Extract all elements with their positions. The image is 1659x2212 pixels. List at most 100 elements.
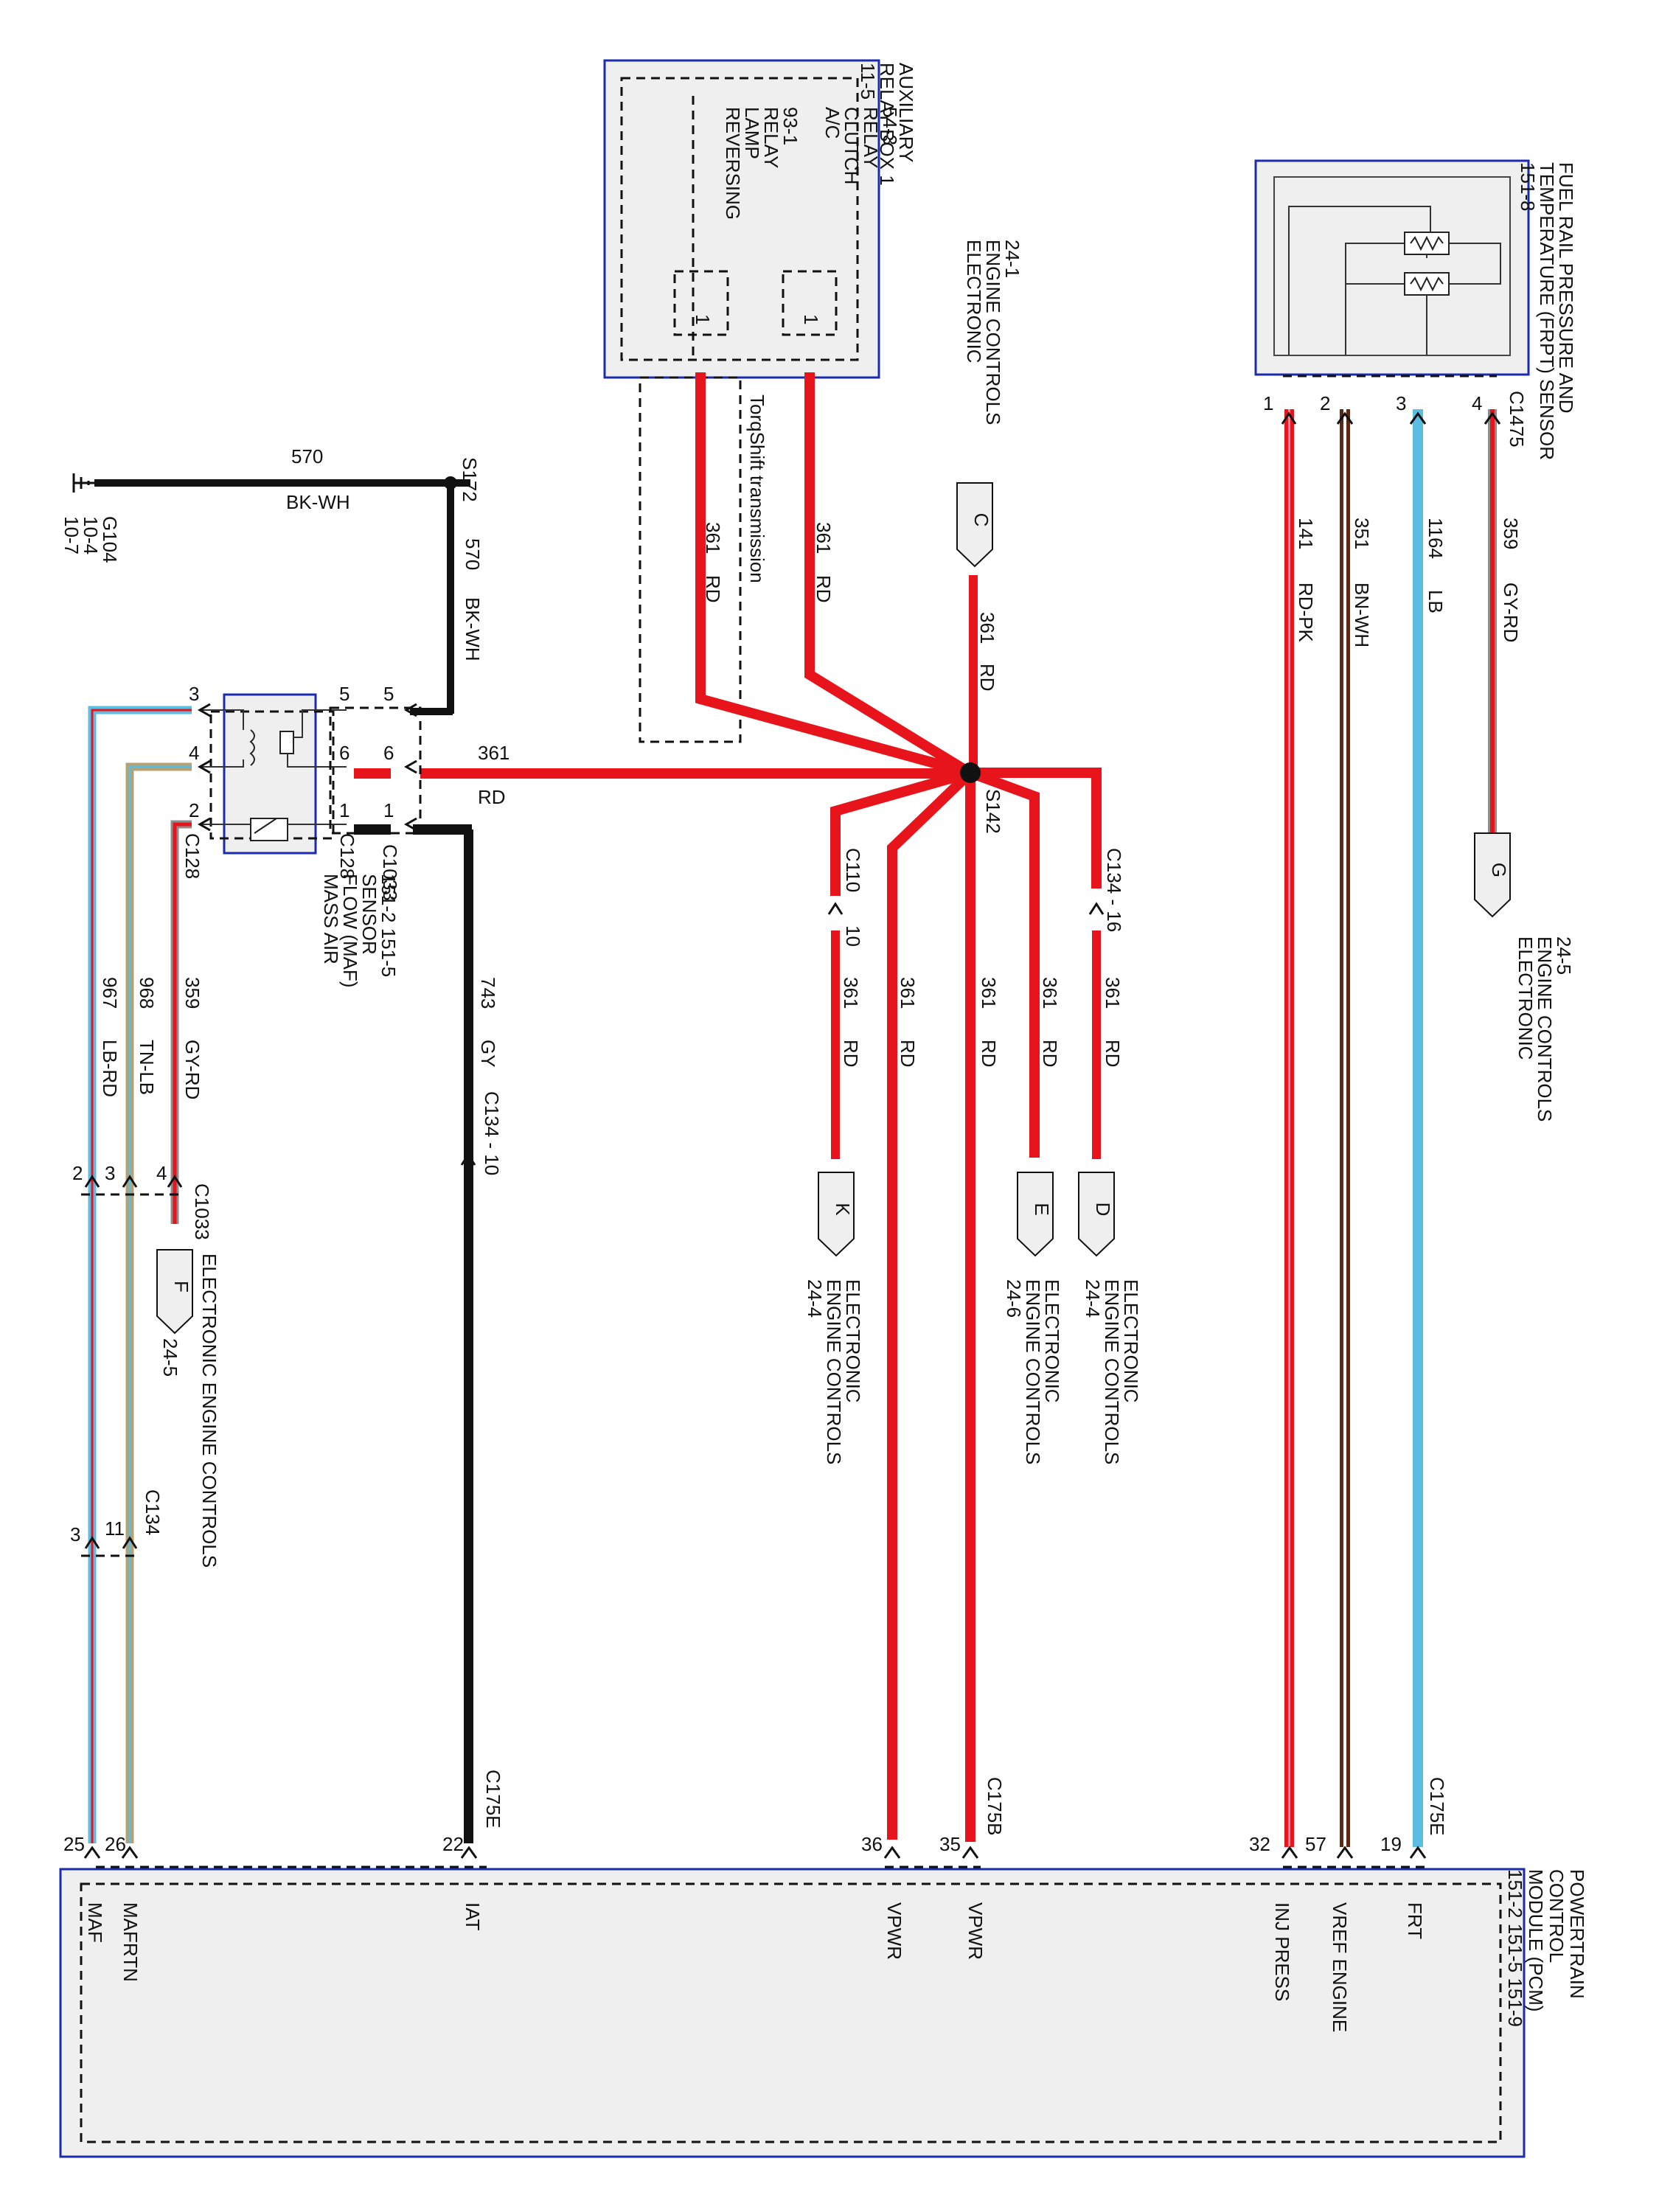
svg-text:361: 361 (840, 977, 862, 1009)
svg-text:VPWR: VPWR (883, 1902, 905, 1960)
svg-text:54-3: 54-3 (879, 107, 901, 145)
svg-text:1: 1 (383, 799, 394, 821)
svg-text:C175B: C175B (984, 1777, 1006, 1836)
svg-text:26: 26 (105, 1833, 126, 1855)
splice-s142 (960, 762, 981, 783)
splice-s172 (444, 476, 457, 490)
svg-text:3: 3 (1396, 392, 1406, 414)
svg-text:BK-WH: BK-WH (286, 491, 350, 513)
svg-text:361: 361 (897, 977, 919, 1009)
svg-text:2: 2 (189, 799, 199, 821)
svg-text:G104: G104 (99, 516, 121, 563)
offpage-e: E ELECTRONIC ENGINE CONTROLS 24-6 (1003, 1172, 1063, 1464)
svg-text:359: 359 (181, 977, 204, 1009)
svg-text:10-7: 10-7 (60, 516, 83, 554)
svg-text:6: 6 (339, 742, 349, 764)
svg-text:36: 36 (861, 1833, 883, 1855)
svg-text:361: 361 (813, 522, 835, 554)
svg-text:4: 4 (156, 1162, 167, 1184)
svg-text:LB: LB (1425, 590, 1447, 613)
svg-text:C175E: C175E (482, 1770, 504, 1829)
svg-text:LB-RD: LB-RD (99, 1040, 121, 1097)
svg-text:22: 22 (442, 1833, 464, 1855)
offpage-g: G ELECTRONIC ENGINE CONTROLS 24-5 (1474, 832, 1575, 1121)
wire-361-c (969, 575, 978, 773)
svg-text:C175E: C175E (1426, 1777, 1448, 1836)
frpt-connector: C1475 (1506, 391, 1528, 448)
svg-text:C134 - 16: C134 - 16 (1103, 848, 1125, 932)
svg-text:570: 570 (462, 538, 484, 570)
svg-text:RD: RD (897, 1040, 919, 1068)
svg-text:11-5: 11-5 (857, 63, 879, 100)
svg-text:3: 3 (70, 1523, 80, 1545)
svg-text:ENGINE CONTROLS: ENGINE CONTROLS (823, 1279, 845, 1464)
svg-text:MODULE (PCM): MODULE (PCM) (1525, 1869, 1547, 2012)
svg-text:ENGINE CONTROLS: ENGINE CONTROLS (1534, 936, 1556, 1121)
svg-text:141: 141 (1295, 518, 1317, 549)
svg-text:24-4: 24-4 (804, 1279, 826, 1318)
c1033-pins: 5 6 1 (383, 683, 394, 821)
svg-text:RELAY: RELAY (760, 107, 782, 168)
svg-text:ENGINE CONTROLS: ENGINE CONTROLS (982, 240, 1004, 425)
svg-text:151-2 151-5: 151-2 151-5 (378, 874, 400, 977)
svg-text:C128: C128 (336, 833, 358, 879)
svg-text:GY: GY (477, 1040, 499, 1068)
svg-text:RD: RD (813, 575, 835, 603)
svg-text:C110: C110 (842, 848, 864, 892)
svg-text:RELAY: RELAY (860, 107, 882, 168)
svg-text:REVERSING: REVERSING (722, 107, 744, 220)
svg-text:ENGINE CONTROLS: ENGINE CONTROLS (1101, 1279, 1123, 1464)
svg-text:6: 6 (383, 742, 394, 764)
svg-text:743: 743 (477, 977, 499, 1009)
offpage-k: K ELECTRONIC ENGINE CONTROLS 24-4 (804, 1172, 864, 1464)
svg-text:RD: RD (702, 575, 724, 603)
svg-text:35: 35 (939, 1833, 961, 1855)
svg-text:FUEL RAIL PRESSURE AND: FUEL RAIL PRESSURE AND (1555, 162, 1577, 414)
svg-text:1: 1 (1263, 392, 1273, 414)
inline-connector-labels: C110 10 C134 - 16 C134 - 10 C1033 2 3 4 … (70, 848, 1125, 1545)
wire-361-d (970, 768, 1102, 888)
wire-labels: 570 BK-WH 570 BK-WH 361 RD 361 RD 361 RD… (99, 445, 1522, 1099)
svg-text:BK-WH: BK-WH (462, 597, 484, 661)
svg-text:K: K (832, 1203, 854, 1216)
svg-text:G: G (1488, 863, 1510, 877)
svg-text:MAFRTN: MAFRTN (119, 1902, 142, 1982)
svg-text:ELECTRONIC ENGINE CONTROLS: ELECTRONIC ENGINE CONTROLS (198, 1253, 220, 1568)
svg-text:ELECTRONIC: ELECTRONIC (842, 1279, 864, 1403)
pcm-pin-numbers: 25 26 22 36 35 32 57 19 (63, 1833, 1402, 1855)
svg-text:VREF ENGINE: VREF ENGINE (1329, 1902, 1351, 2032)
pcm-connector-labels: C175E C175B C175E (482, 1770, 1448, 1836)
svg-text:RELAY BOX 1: RELAY BOX 1 (876, 63, 898, 186)
aux-relay-title: AUXILIARY RELAY BOX 1 11-5 (857, 63, 917, 186)
svg-text:24-5: 24-5 (159, 1338, 181, 1377)
svg-text:57: 57 (1305, 1833, 1326, 1855)
svg-text:CLUTCH: CLUTCH (841, 107, 863, 184)
svg-text:GY-RD: GY-RD (1500, 582, 1522, 642)
offpage-c: C ELECTRONIC ENGINE CONTROLS 24-1 (956, 240, 1023, 568)
svg-text:2: 2 (72, 1162, 83, 1184)
svg-text:ELECTRONIC: ELECTRONIC (1514, 936, 1537, 1060)
pcm-title: POWERTRAIN CONTROL MODULE (PCM) 151-2 15… (1504, 1869, 1588, 2027)
wire-570-vertical (447, 479, 454, 714)
svg-text:361: 361 (478, 742, 509, 764)
maf-title: MASS AIR FLOW (MAF) SENSOR 151-2 151-5 (320, 874, 400, 988)
svg-text:24-5: 24-5 (1553, 936, 1575, 975)
svg-text:10-4: 10-4 (80, 516, 102, 554)
wire-1164 (1413, 409, 1423, 1847)
svg-text:INJ PRESS: INJ PRESS (1271, 1902, 1293, 2001)
wire-361-k (830, 768, 972, 896)
frpt-title: FUEL RAIL PRESSURE AND TEMPERATURE (FRPT… (1517, 162, 1577, 460)
svg-text:IAT: IAT (462, 1902, 484, 1931)
svg-text:361: 361 (1039, 977, 1061, 1009)
frpt-pins: 1 2 3 4 (1263, 392, 1482, 414)
svg-text:C128: C128 (181, 833, 204, 879)
svg-text:F: F (170, 1281, 192, 1293)
pcm-module (59, 1868, 1526, 2158)
svg-text:32: 32 (1249, 1833, 1270, 1855)
svg-text:359: 359 (1500, 518, 1522, 549)
svg-text:VPWR: VPWR (964, 1902, 987, 1960)
svg-text:C: C (970, 513, 992, 527)
svg-text:S172: S172 (459, 457, 481, 502)
svg-text:5: 5 (339, 683, 349, 705)
wire-361-vpwr35 (965, 773, 975, 1842)
